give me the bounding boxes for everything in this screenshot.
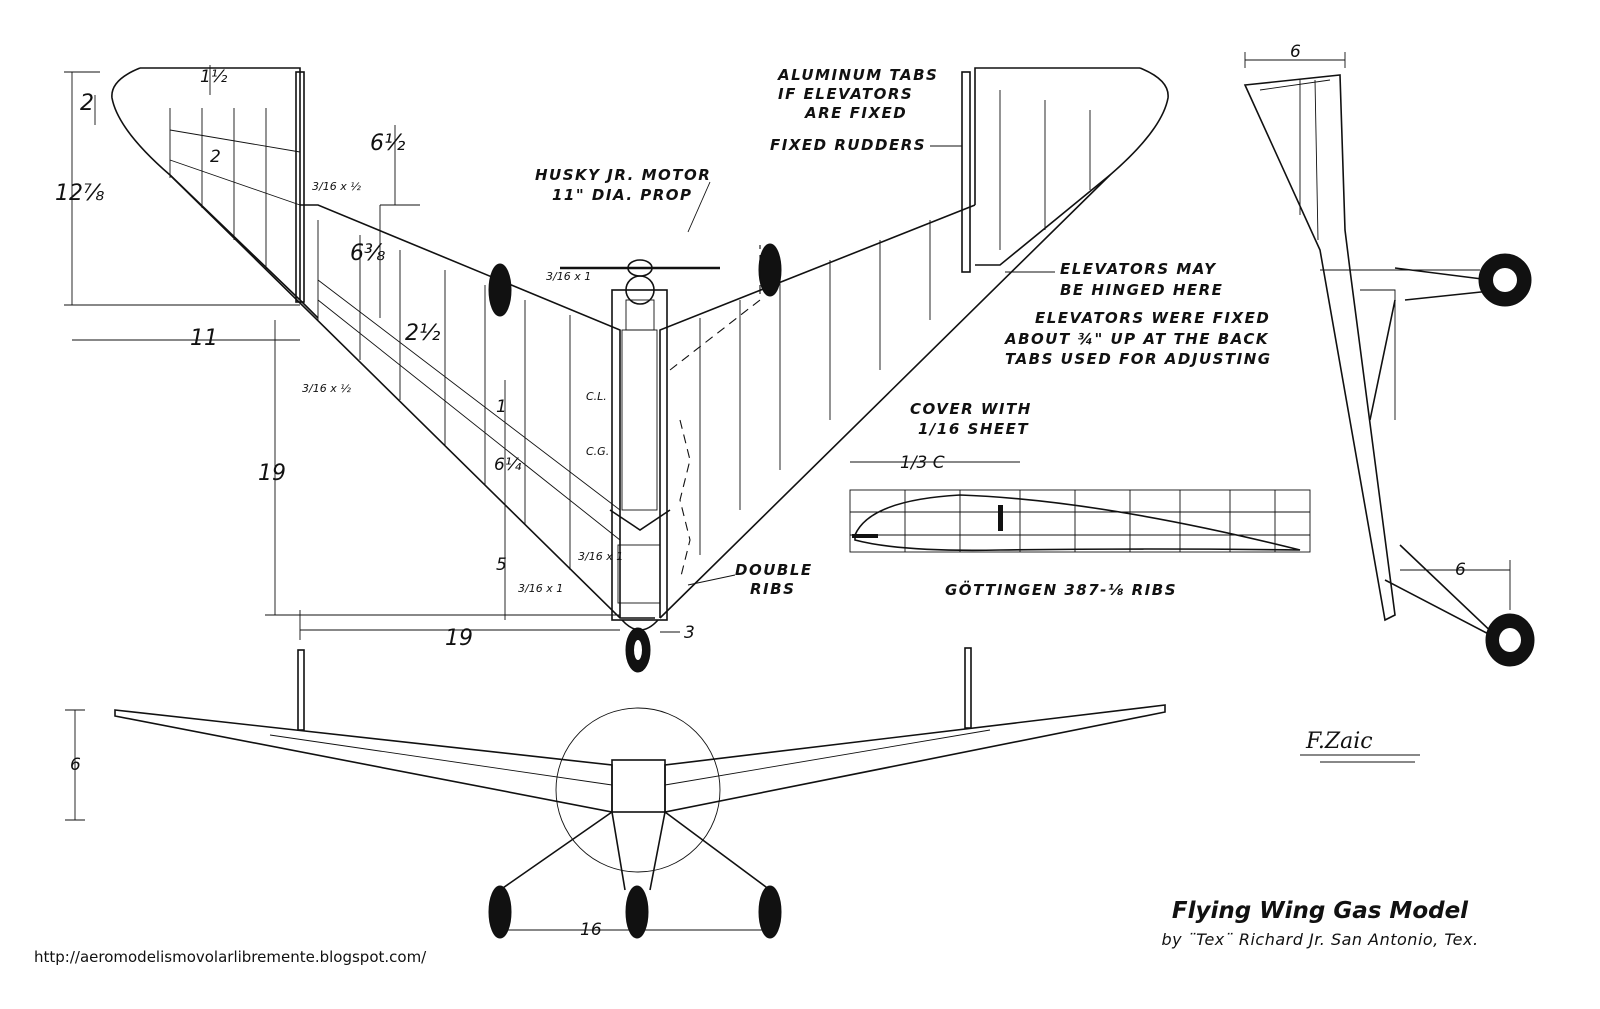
annotations: ALUMINUM TABS IF ELEVATORS ARE FIXED FIX… [535, 66, 1272, 598]
label-cover-2: 1/16 SHEET [918, 420, 1029, 438]
dim-front-16: 16 [580, 920, 602, 940]
label-aluminum-tabs-3: ARE FIXED [804, 104, 907, 122]
label-airfoil: GÖTTINGEN 387-⅛ RIBS [945, 580, 1177, 599]
dim-1: 1 [496, 397, 507, 417]
label-cl: C.L. [586, 390, 607, 403]
label-cover-1: COVER WITH [910, 400, 1032, 418]
dim-2-1-2: 2½ [405, 321, 440, 346]
label-double-ribs-1: DOUBLE [735, 561, 813, 579]
label-elevators-hinged-2: BE HINGED HERE [1060, 281, 1223, 299]
label-motor-2: 11" DIA. PROP [552, 186, 693, 204]
dim-19-vertical: 19 [258, 461, 286, 486]
label-elevators-hinged-1: ELEVATORS MAY [1060, 260, 1217, 278]
dim-tip-2: 2 [80, 91, 94, 116]
label-elevators-fixed-3: TABS USED FOR ADJUSTING [1005, 350, 1272, 368]
side-view: 6 6 [1243, 42, 1535, 667]
front-view: 16 6 [65, 647, 1166, 940]
dim-6-1-2: 6½ [370, 131, 405, 156]
dim-19-horizontal: 19 [445, 626, 473, 651]
dim-spar-3-16x1-c: 3/16 x 1 [578, 550, 623, 563]
dim-side-6-low: 6 [1455, 560, 1466, 580]
dim-inner-2: 2 [210, 147, 221, 167]
drawing-byline: by ¨Tex¨ Richard Jr. San Antonio, Tex. [1161, 930, 1479, 949]
dim-side-6-top: 6 [1290, 42, 1301, 62]
dim-6-3-8: 6⅜ [350, 241, 385, 266]
dim-spar-3-16x1: 3/16 x 1 [518, 582, 563, 595]
signature: F.Zaic [1300, 729, 1420, 763]
dim-rib-3-16x1-2-b: 3/16 x ½ [302, 382, 351, 395]
dim-11: 11 [190, 326, 218, 351]
label-aluminum-tabs-1: ALUMINUM TABS [777, 66, 938, 84]
dim-spar-3-16x1-b: 3/16 x 1 [546, 270, 591, 283]
label-fixed-rudders: FIXED RUDDERS [770, 136, 926, 154]
label-elevators-fixed-1: ELEVATORS WERE FIXED [1035, 309, 1270, 327]
dim-6-1-4: 6¼ [494, 455, 522, 475]
drawing-title: Flying Wing Gas Model [1171, 898, 1469, 924]
top-view: 1½ 2 12⅞ 2 3/16 x ½ 6½ 6⅜ 2½ 11 3/16 x ½… [55, 65, 1169, 673]
dim-3: 3 [684, 623, 695, 643]
dim-tip-1-half: 1½ [200, 67, 228, 87]
label-double-ribs-2: RIBS [750, 580, 795, 598]
signature-text: F.Zaic [1305, 729, 1373, 754]
dim-5: 5 [496, 555, 507, 575]
dim-front-6: 6 [70, 755, 81, 775]
label-aluminum-tabs-2: IF ELEVATORS [778, 85, 913, 103]
dim-chord-1-3c: 1/3 C [900, 453, 945, 473]
dim-rib-3-16x1-2-a: 3/16 x ½ [312, 180, 361, 193]
label-elevators-fixed-2: ABOUT ¾" UP AT THE BACK [1004, 330, 1269, 348]
label-motor-1: HUSKY JR. MOTOR [535, 166, 711, 184]
airfoil-section: COVER WITH 1/16 SHEET 1/3 C GÖTTINGEN 38… [849, 400, 1311, 599]
label-cg: C.G. [586, 445, 609, 458]
source-url-link[interactable]: http://aeromodelismovolarlibremente.blog… [34, 948, 427, 966]
dim-span-12-7-8: 12⅞ [55, 181, 104, 206]
